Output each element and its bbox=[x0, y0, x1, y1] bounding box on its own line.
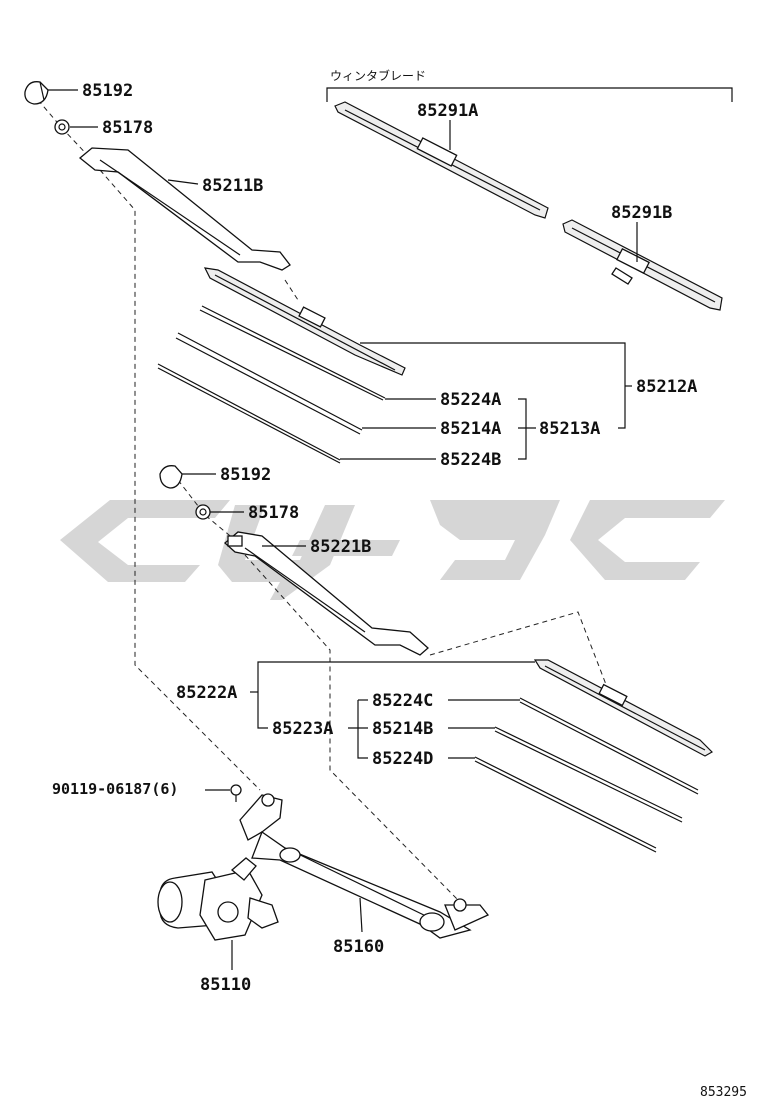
label-85221b: 85221B bbox=[310, 537, 371, 557]
cap-part-lower bbox=[159, 465, 183, 489]
label-90119: 90119-06187(6) bbox=[52, 780, 178, 798]
wiper-blade-lower bbox=[474, 659, 713, 853]
wiper-linkage bbox=[239, 793, 490, 939]
label-85214a: 85214A bbox=[440, 419, 501, 439]
label-85222a: 85222A bbox=[176, 683, 237, 703]
wiper-arm-lower bbox=[224, 531, 429, 656]
label-85291a: 85291A bbox=[417, 101, 478, 121]
leader-lines bbox=[48, 89, 638, 970]
label-85178-upper: 85178 bbox=[102, 118, 153, 138]
wiper-motor bbox=[157, 857, 279, 941]
diagram-reference: 853295 bbox=[700, 1085, 747, 1100]
blade-insert-a bbox=[334, 101, 549, 219]
part-labels: 85192 85178 85211B 85291A 85291B 85212A … bbox=[52, 81, 697, 995]
label-85291b: 85291B bbox=[611, 203, 672, 223]
label-85110: 85110 bbox=[200, 975, 251, 995]
label-85192-lower: 85192 bbox=[220, 465, 271, 485]
label-85224a: 85224A bbox=[440, 390, 501, 410]
wiper-blade-upper bbox=[157, 267, 406, 464]
watermark-logo bbox=[60, 500, 725, 600]
label-85223a: 85223A bbox=[272, 719, 333, 739]
blade-insert-b bbox=[562, 219, 723, 311]
label-85224b: 85224B bbox=[440, 450, 501, 470]
label-85192-upper: 85192 bbox=[82, 81, 133, 101]
label-85224d: 85224D bbox=[372, 749, 433, 769]
blade-group-bracket: ウィンタブレード bbox=[326, 68, 733, 102]
label-85224c: 85224C bbox=[372, 691, 433, 711]
cap-part-upper bbox=[24, 81, 49, 105]
nut-part-upper bbox=[54, 119, 70, 135]
label-85160: 85160 bbox=[333, 937, 384, 957]
nut-part-lower bbox=[195, 504, 211, 520]
label-85214b: 85214B bbox=[372, 719, 433, 739]
label-85213a: 85213A bbox=[539, 419, 600, 439]
blade-group-label: ウィンタブレード bbox=[330, 68, 426, 83]
label-85178-lower: 85178 bbox=[248, 503, 299, 523]
label-85212a: 85212A bbox=[636, 377, 697, 397]
label-85211b: 85211B bbox=[202, 176, 263, 196]
bolt-part bbox=[230, 784, 242, 802]
wiper-arm-upper bbox=[78, 147, 291, 271]
